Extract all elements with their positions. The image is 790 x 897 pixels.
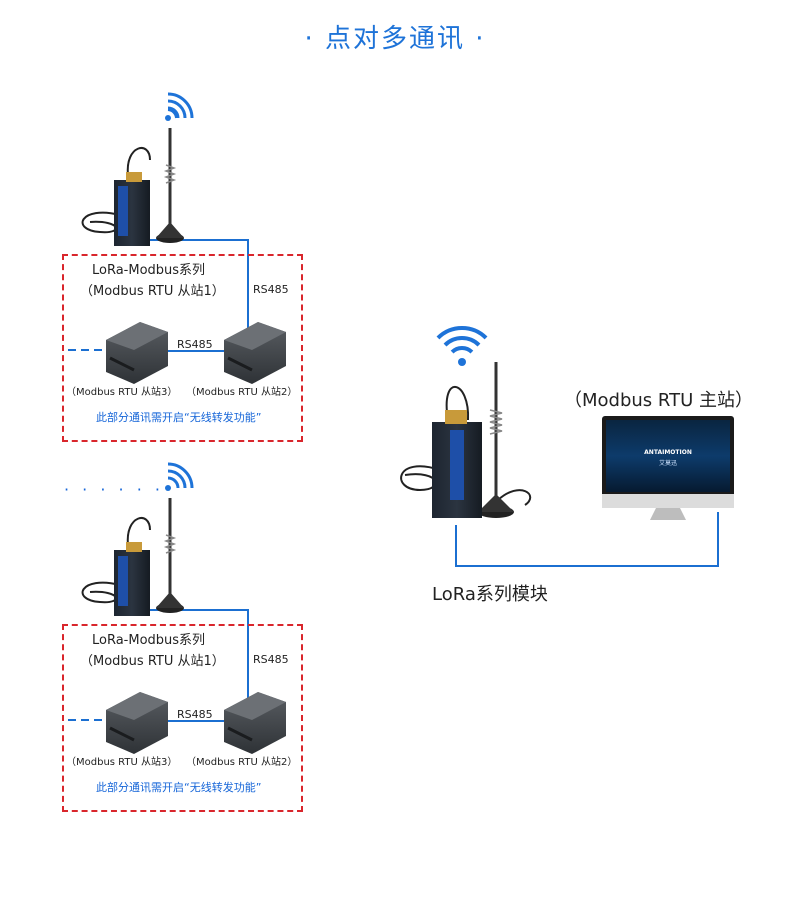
slave3-label: （Modbus RTU 从站3） [66, 387, 178, 398]
forwarding-note: 此部分通讯需开启“无线转发功能” [96, 411, 262, 424]
slave2-label: （Modbus RTU 从站2） [186, 757, 298, 768]
master-label: （Modbus RTU 主站） [564, 390, 753, 411]
rs485-label-mid: RS485 [177, 338, 213, 351]
monitor-icon [602, 416, 734, 520]
slave1-label: （Modbus RTU 从站1） [80, 284, 225, 299]
plc-device-icon [224, 322, 286, 384]
monitor-sub: 艾莫迅 [658, 460, 677, 467]
forwarding-note: 此部分通讯需开启“无线转发功能” [96, 781, 262, 794]
slave1-label: （Modbus RTU 从站1） [80, 654, 225, 669]
series-label: LoRa-Modbus系列 [92, 633, 206, 648]
plc-device-icon [106, 692, 168, 754]
series-label: LoRa-Modbus系列 [92, 263, 206, 278]
plc-device-icon [224, 692, 286, 754]
rs485-label-mid: RS485 [177, 708, 213, 721]
page-title: · 点对多通讯 · [304, 24, 486, 54]
plc-device-icon [106, 322, 168, 384]
wifi-signal-icon [436, 326, 488, 366]
wifi-signal-icon [165, 462, 194, 491]
slave-group-box-1 [62, 254, 303, 442]
master-wire [455, 512, 719, 567]
module-label: LoRa系列模块 [432, 584, 548, 605]
lora-module-icon [400, 362, 532, 518]
monitor-brand: ANTAIMOTION [644, 449, 692, 456]
lora-module-icon [81, 128, 184, 246]
lora-module-icon [81, 498, 184, 616]
slave-group-box-2 [62, 624, 303, 812]
wifi-signal-icon [165, 92, 194, 121]
slave3-label: （Modbus RTU 从站3） [66, 757, 178, 768]
slave2-label: （Modbus RTU 从站2） [186, 387, 298, 398]
rs485-label-top: RS485 [253, 283, 289, 296]
more-groups-ellipsis: · · · · · · [64, 480, 164, 499]
rs485-label-top: RS485 [253, 653, 289, 666]
